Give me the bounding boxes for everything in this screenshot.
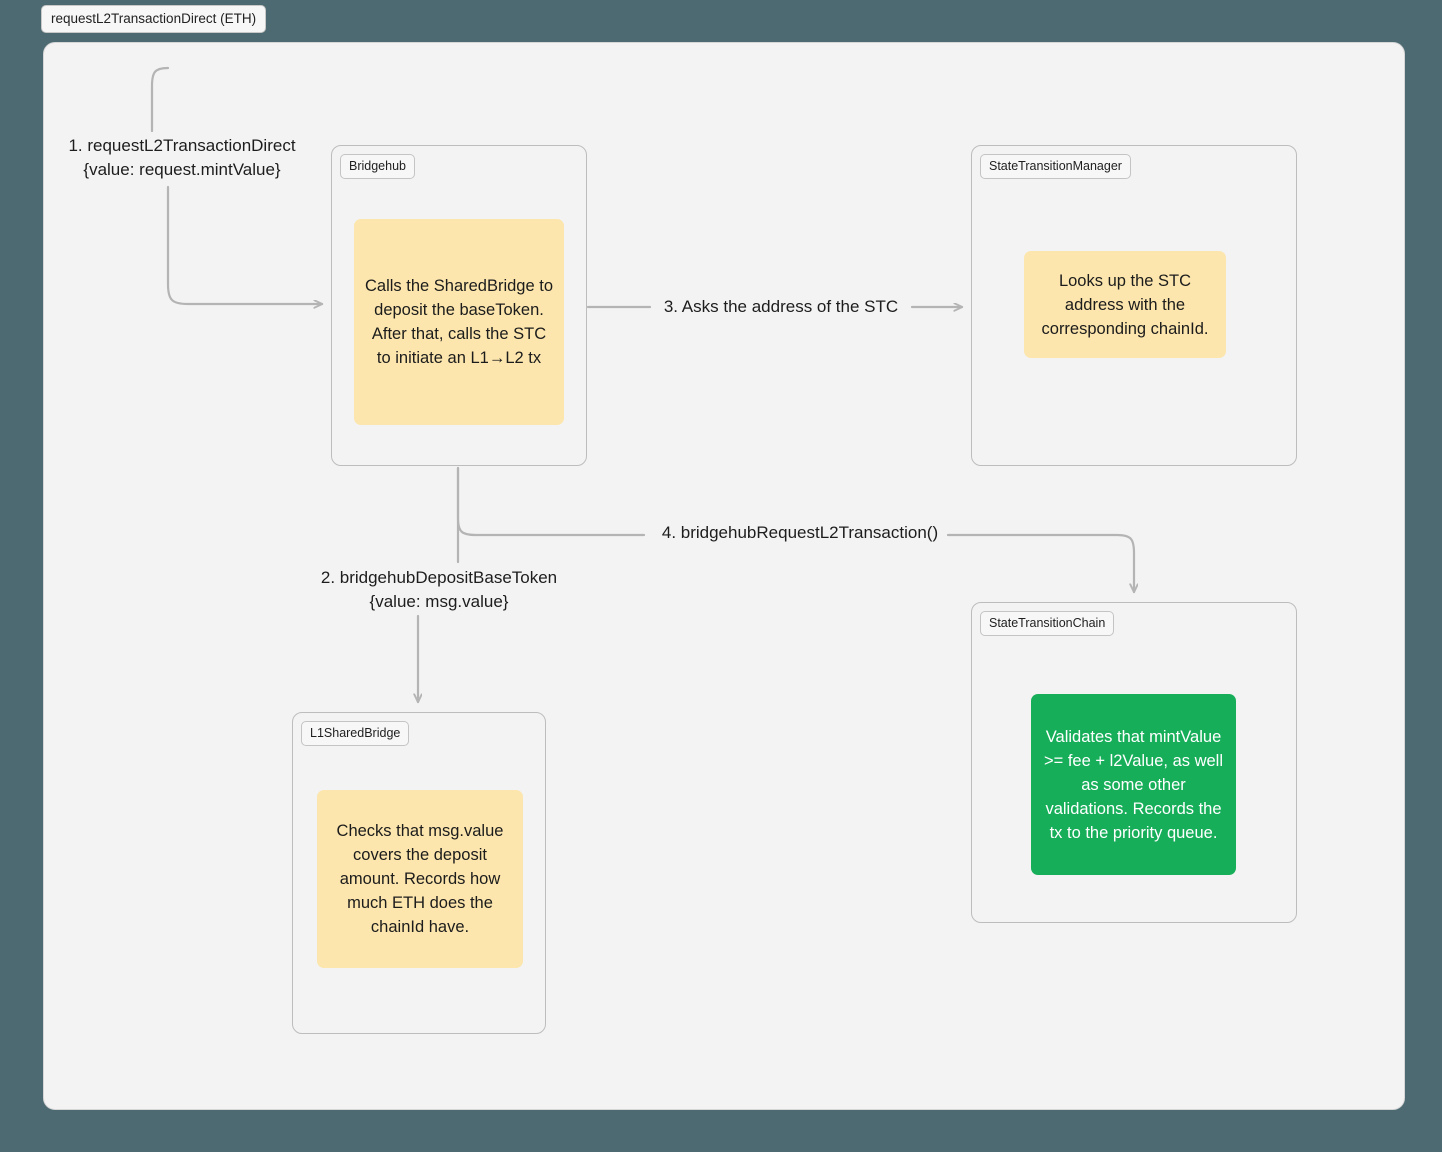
node-state-transition-chain[interactable]: StateTransitionChain Validates that mint… [971,602,1297,923]
node-bridgehub-note: Calls the SharedBridge to deposit the ba… [354,219,564,425]
edge-label-3: 3. Asks the address of the STC [663,297,899,316]
node-state-transition-chain-label: StateTransitionChain [980,611,1115,636]
edge-label-4: 4. bridgehubRequestL2Transaction() [661,523,939,542]
node-state-transition-manager-note: Looks up the STC address with the corres… [1024,251,1226,358]
edge-label-2: 2. bridgehubDepositBaseToken {value: msg… [320,568,558,611]
node-l1-shared-bridge[interactable]: L1SharedBridge Checks that msg.value cov… [292,712,546,1034]
node-l1-shared-bridge-label: L1SharedBridge [301,721,410,746]
node-state-transition-manager-label: StateTransitionManager [980,154,1131,179]
node-bridgehub-label: Bridgehub [340,154,415,179]
node-state-transition-manager[interactable]: StateTransitionManager Looks up the STC … [971,145,1297,466]
node-l1-shared-bridge-note: Checks that msg.value covers the deposit… [317,790,523,968]
node-bridgehub[interactable]: Bridgehub Calls the SharedBridge to depo… [331,145,587,466]
edge-label-1: 1. requestL2TransactionDirect {value: re… [68,136,296,179]
node-state-transition-chain-note: Validates that mintValue >= fee + l2Valu… [1031,694,1236,875]
diagram-title: requestL2TransactionDirect (ETH) [41,5,267,33]
